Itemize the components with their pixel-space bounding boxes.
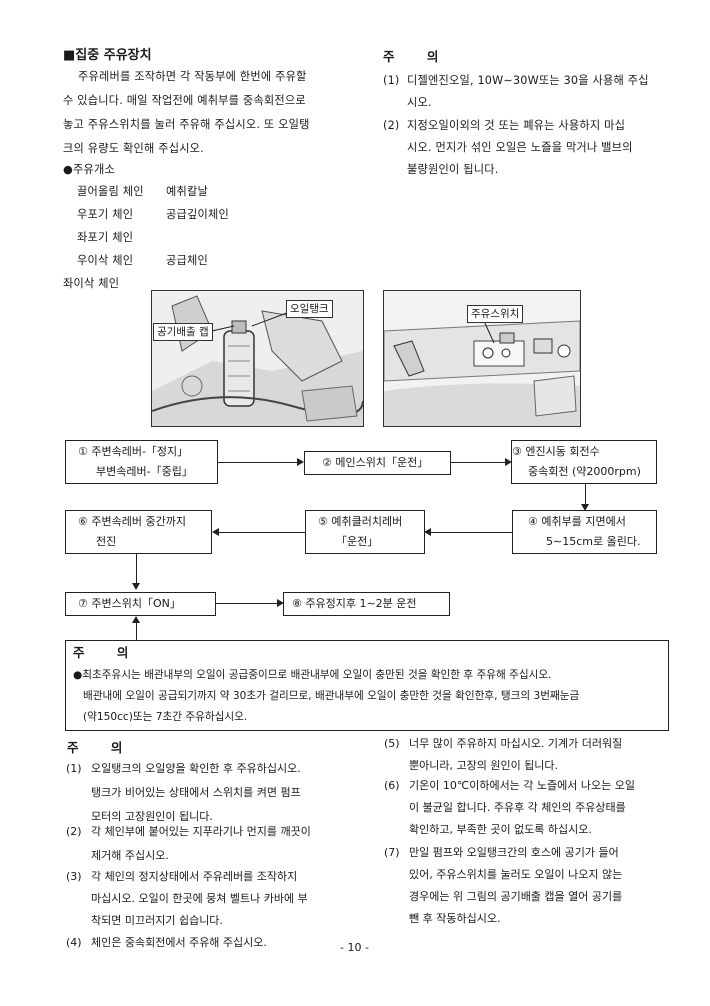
cb-1-line-1: 오일탱크의 오일양을 확인한 후 주유하십시오. — [91, 762, 301, 775]
flow-step-6-line-2: 전진 — [96, 535, 117, 548]
flow-step-8-text: ⑧ 주유정지후 1∼2분 운전 — [292, 597, 417, 610]
flow-arrow-5-6 — [218, 532, 305, 533]
point-5a: 좌이삭 체인 — [63, 277, 120, 290]
flow-arrow-6-7 — [136, 554, 137, 584]
flow-step-5: ⑤ 예취클러치레버 「운전」 — [305, 510, 425, 554]
cb-1-num: (1) — [66, 762, 82, 775]
flow-step-4-line-2: 5∼15cm로 올린다. — [546, 535, 641, 548]
intro-line-1: 주유레버를 조작하면 각 작동부에 한번에 주유할 — [78, 70, 307, 83]
cb-4-num: (4) — [66, 936, 82, 949]
intro-line-2: 수 있습니다. 매일 작업전에 예취부를 중속회전으로 — [63, 94, 306, 107]
cb-6-line-2: 이 불균일 합니다. 주유후 각 체인의 주유상태를 — [409, 801, 626, 814]
caution-box-line-3: (약150cc)또는 7초간 주유하십시오. — [83, 711, 248, 723]
caution-top-2-line2: 시오. 먼지가 섞인 오일은 노즐을 막거나 밸브의 — [407, 141, 633, 154]
cb-3-num: (3) — [66, 870, 82, 883]
flow-step-6: ⑥ 주변속레버 중간까지 전진 — [65, 510, 212, 554]
cb-4-line-1: 체인은 중속회전에서 주유해 주십시오. — [91, 936, 267, 949]
cb-2-line-2: 제거해 주십시오. — [91, 849, 169, 862]
page-number: - 10 - — [340, 941, 369, 954]
flow-arrow-3-4 — [585, 484, 586, 506]
flow-step-4-line-1: ④ 예취부를 지면에서 — [528, 515, 626, 528]
flow-step-2: ② 메인스위치「운전」 — [304, 451, 451, 475]
flow-step-2-text: ② 메인스위치「운전」 — [322, 456, 429, 469]
caution-top-1-line1: 디젤엔진오일, 10W∼30W또는 30을 사용해 주십 — [407, 74, 649, 87]
cb-1-line-3: 모터의 고장원인이 됩니다. — [91, 810, 213, 823]
points-heading: ●주유개소 — [63, 163, 115, 176]
cb-3-line-1: 각 체인의 정지상태에서 주유레버를 조작하지 — [91, 870, 298, 883]
flow-step-3-line-2: 중속회전 (약2000rpm) — [528, 465, 641, 478]
flow-arrowhead-5-6 — [212, 528, 219, 536]
flow-arrow-1-2 — [218, 462, 298, 463]
point-1a: 끌어올림 체인 — [77, 185, 144, 198]
flow-arrowhead-into-caution — [132, 616, 140, 623]
intro-line-3: 놓고 주유스위치를 눌러 주유해 주십시오. 또 오일탱 — [63, 118, 310, 131]
oil-tank-illustration — [152, 291, 363, 426]
cb-5-line-1: 너무 많이 주유하지 마십시오. 기계가 더러워질 — [409, 737, 623, 750]
cb-7-line-3: 경우에는 위 그림의 공기배출 캡을 열어 공기를 — [409, 890, 623, 903]
flow-step-1-line-2: 부변속레버-「중립」 — [96, 465, 193, 478]
flow-step-3: ③ 엔진시동 회전수 중속회전 (약2000rpm) — [511, 440, 657, 484]
flow-arrowhead-4-5 — [424, 528, 431, 536]
point-2a: 우포기 체인 — [77, 208, 134, 221]
flow-step-6-line-1: ⑥ 주변속레버 중간까지 — [78, 515, 186, 528]
flow-arrow-4-5 — [430, 532, 512, 533]
point-4a: 우이삭 체인 — [77, 254, 134, 267]
flow-step-4: ④ 예취부를 지면에서 5∼15cm로 올린다. — [512, 510, 657, 554]
flow-arrow-into-caution — [136, 623, 137, 640]
cb-5-line-2: 뿐아니라, 고장의 원인이 됩니다. — [409, 759, 559, 772]
cb-5-num: (5) — [384, 737, 400, 750]
cb-6-num: (6) — [384, 779, 400, 792]
air-vent-cap-label: 공기배출 캡 — [153, 323, 213, 341]
intro-line-4: 크의 유량도 확인해 주십시오. — [63, 142, 204, 155]
lube-switch-photo: 주유스위치 — [383, 290, 581, 427]
flow-step-7-text: ⑦ 주변스위치「ON」 — [78, 597, 181, 610]
caution-top-1-line2: 시오. — [407, 96, 432, 109]
caution-top-heading: 주 의 — [383, 49, 453, 64]
flow-step-3-line-1: ③ 엔진시동 회전수 — [512, 445, 600, 458]
caution-top-2-line1: 지정오일이외의 것 또는 폐유는 사용하지 마십 — [407, 119, 626, 132]
cb-3-line-2: 마십시오. 오일이 한곳에 뭉쳐 벨트나 카바에 부 — [91, 892, 308, 905]
flow-step-5-line-2: 「운전」 — [336, 535, 379, 548]
flow-arrowhead-2-3 — [505, 458, 512, 466]
caution-top-1-num: (1) — [383, 74, 400, 87]
cb-3-line-3: 착되면 미끄러지기 쉽습니다. — [91, 914, 223, 927]
flow-arrowhead-3-4 — [581, 504, 589, 511]
flow-arrowhead-1-2 — [297, 458, 304, 466]
flow-arrowhead-6-7 — [132, 583, 140, 590]
cb-7-line-4: 뺀 후 작동하십시오. — [409, 912, 501, 925]
section-title: ■집중 주유장치 — [63, 48, 152, 63]
cb-7-line-2: 있어, 주유스위치를 눌러도 오일이 나오지 않는 — [409, 868, 623, 881]
caution-box-heading: 주 의 — [73, 645, 143, 660]
caution-box: 주 의 ●최초주유시는 배관내부의 오일이 공급중이므로 배관내부에 오일이 충… — [65, 640, 669, 731]
caution-top-2-num: (2) — [383, 119, 400, 132]
lube-switch-label: 주유스위치 — [467, 305, 524, 323]
flow-step-5-line-1: ⑤ 예취클러치레버 — [318, 515, 403, 528]
oil-tank-photo: 오일탱크 공기배출 캡 — [151, 290, 364, 427]
point-2b: 공급깊이체인 — [166, 208, 229, 221]
cb-2-num: (2) — [66, 825, 82, 838]
flow-step-1-line-1: ① 주변속레버-「정지」 — [78, 445, 189, 458]
flow-arrow-7-8 — [216, 603, 278, 604]
cb-6-line-1: 기온이 10℃이하에서는 각 노즐에서 나오는 오일 — [409, 779, 635, 792]
cb-7-num: (7) — [384, 846, 400, 859]
point-1b: 예취칼날 — [166, 185, 208, 198]
caution-bottom-heading: 주 의 — [67, 740, 137, 755]
caution-box-line-1: ●최초주유시는 배관내부의 오일이 공급중이므로 배관내부에 오일이 충만된 것… — [73, 669, 552, 681]
oil-tank-label: 오일탱크 — [286, 300, 333, 318]
cb-2-line-1: 각 체인부에 붙어있는 지푸라기나 먼지를 깨끗이 — [91, 825, 311, 838]
point-4b: 공급체인 — [166, 254, 208, 267]
flow-step-8: ⑧ 주유정지후 1∼2분 운전 — [283, 592, 450, 616]
cb-1-line-2: 탱크가 비어있는 상태에서 스위치를 켜면 펌프 — [91, 786, 301, 799]
caution-box-line-2: 배관내에 오일이 공급되기까지 약 30초가 걸리므로, 배관내부에 오일이 충… — [83, 690, 580, 702]
flow-arrowhead-7-8 — [277, 599, 284, 607]
cb-6-line-3: 확인하고, 부족한 곳이 없도록 하십시오. — [409, 823, 592, 836]
point-3a: 좌포기 체인 — [77, 231, 134, 244]
flow-arrow-2-3 — [451, 462, 506, 463]
flow-step-1: ① 주변속레버-「정지」 부변속레버-「중립」 — [65, 440, 218, 484]
caution-top-2-line3: 불량원인이 됩니다. — [407, 163, 499, 176]
flow-step-7: ⑦ 주변스위치「ON」 — [65, 592, 216, 616]
cb-7-line-1: 만일 펌프와 오일탱크간의 호스에 공기가 들어 — [409, 846, 619, 859]
